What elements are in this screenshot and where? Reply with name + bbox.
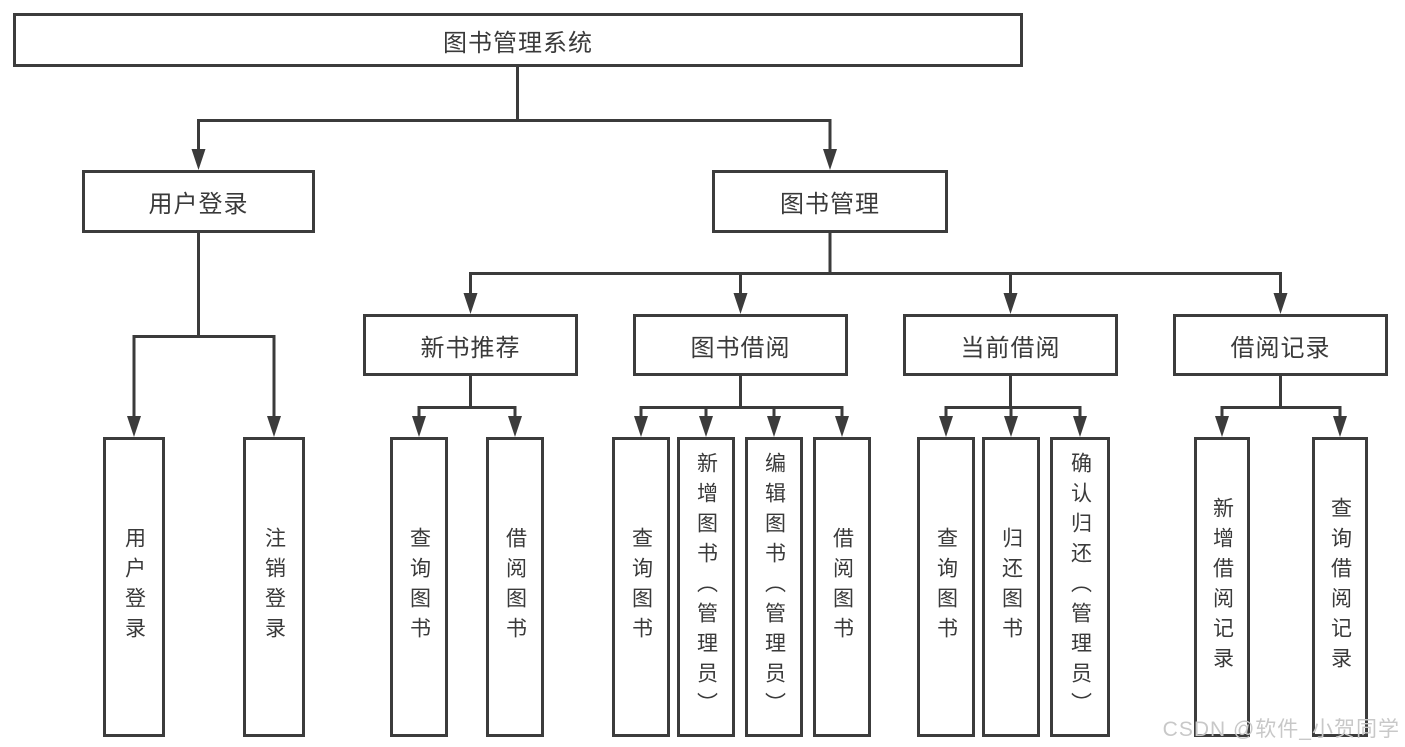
node-new-book-recommend: 新书推荐 bbox=[363, 314, 578, 376]
leaf-label: 归还图书 bbox=[999, 527, 1023, 647]
csdn-watermark: CSDN @软件_小贺同学 bbox=[1162, 718, 1400, 741]
leaf-borrow-books-recommend: 借阅图书 bbox=[486, 437, 544, 737]
leaf-label: 新增图书（管理员） bbox=[694, 452, 718, 722]
leaf-query-borrow-record: 查询借阅记录 bbox=[1312, 437, 1368, 737]
leaf-label: 编辑图书（管理员） bbox=[762, 452, 786, 722]
arrowheads bbox=[127, 149, 1347, 437]
node-user-login: 用户登录 bbox=[82, 170, 315, 233]
leaf-borrow-books: 借阅图书 bbox=[813, 437, 871, 737]
leaf-label: 确认归还（管理员） bbox=[1068, 452, 1092, 722]
node-borrow-records: 借阅记录 bbox=[1173, 314, 1388, 376]
leaf-edit-books-admin: 编辑图书（管理员） bbox=[745, 437, 803, 737]
leaf-query-books-borrow: 查询图书 bbox=[612, 437, 670, 737]
leaf-logout: 注销登录 bbox=[243, 437, 305, 737]
leaf-label: 查询借阅记录 bbox=[1328, 497, 1352, 677]
node-book-management: 图书管理 bbox=[712, 170, 948, 233]
node-current-borrow: 当前借阅 bbox=[903, 314, 1118, 376]
leaf-label: 借阅图书 bbox=[830, 527, 854, 647]
leaf-query-books-recommend: 查询图书 bbox=[390, 437, 448, 737]
leaf-user-login: 用户登录 bbox=[103, 437, 165, 737]
leaf-add-books-admin: 新增图书（管理员） bbox=[677, 437, 735, 737]
leaf-confirm-return-admin: 确认归还（管理员） bbox=[1050, 437, 1110, 737]
node-book-borrow: 图书借阅 bbox=[633, 314, 848, 376]
leaf-label: 注销登录 bbox=[262, 527, 286, 647]
leaf-label: 用户登录 bbox=[122, 527, 146, 647]
leaf-label: 借阅图书 bbox=[503, 527, 527, 647]
leaf-label: 查询图书 bbox=[934, 527, 958, 647]
leaf-query-books-current: 查询图书 bbox=[917, 437, 975, 737]
leaf-label: 新增借阅记录 bbox=[1210, 497, 1234, 677]
node-root: 图书管理系统 bbox=[13, 13, 1023, 67]
leaf-add-borrow-record: 新增借阅记录 bbox=[1194, 437, 1250, 737]
leaf-label: 查询图书 bbox=[629, 527, 653, 647]
leaf-label: 查询图书 bbox=[407, 527, 431, 647]
leaf-return-books: 归还图书 bbox=[982, 437, 1040, 737]
